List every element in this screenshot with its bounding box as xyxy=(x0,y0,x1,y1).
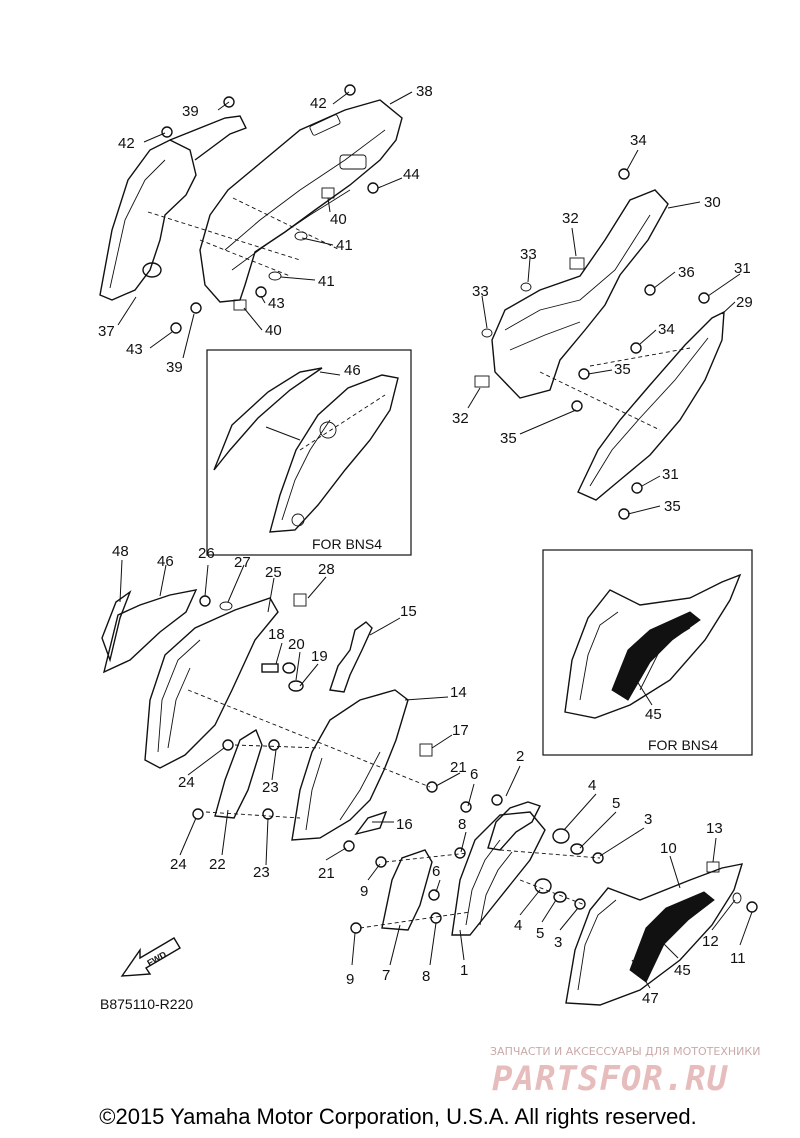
label-26: 26 xyxy=(198,545,215,562)
label-37: 37 xyxy=(98,323,115,340)
front-side-cover-assembly xyxy=(101,589,438,852)
label-22: 22 xyxy=(209,856,226,873)
label-3: 3 xyxy=(554,934,562,951)
label-32: 32 xyxy=(452,410,469,427)
label-38: 38 xyxy=(416,83,433,100)
left-side-cover-assembly xyxy=(99,84,403,334)
label-34: 34 xyxy=(630,132,647,149)
label-17: 17 xyxy=(452,722,469,739)
label-5: 5 xyxy=(536,925,544,942)
label-1: 1 xyxy=(460,962,468,979)
label-21: 21 xyxy=(318,865,335,882)
label-6: 6 xyxy=(470,766,478,783)
fwd-label: FWD xyxy=(145,949,168,968)
label-8: 8 xyxy=(422,968,430,985)
label-25: 25 xyxy=(265,564,282,581)
leader-lines xyxy=(117,91,753,989)
label-30: 30 xyxy=(704,194,721,211)
bns4-caption-right: FOR BNS4 xyxy=(648,737,718,753)
label-4: 4 xyxy=(514,917,522,934)
watermark-brand: PARTSFOR.RU xyxy=(492,1059,729,1099)
label-5: 5 xyxy=(612,795,620,812)
label-47: 47 xyxy=(642,990,659,1007)
lower-cover-assembly xyxy=(350,794,758,1006)
label-6: 6 xyxy=(432,863,440,880)
label-24: 24 xyxy=(170,856,187,873)
label-19: 19 xyxy=(311,648,328,665)
label-40: 40 xyxy=(330,211,347,228)
label-35: 35 xyxy=(614,361,631,378)
label-42: 42 xyxy=(118,135,135,152)
bns4-caption-top: FOR BNS4 xyxy=(312,536,382,552)
label-44: 44 xyxy=(403,166,420,183)
label-9: 9 xyxy=(346,971,354,988)
label-21: 21 xyxy=(450,759,467,776)
label-2: 2 xyxy=(516,748,524,765)
label-43: 43 xyxy=(268,295,285,312)
label-34: 34 xyxy=(658,321,675,338)
label-24: 24 xyxy=(178,774,195,791)
label-41: 41 xyxy=(318,273,335,290)
label-23: 23 xyxy=(253,864,270,881)
label-42: 42 xyxy=(310,95,327,112)
label-29: 29 xyxy=(736,294,753,311)
label-8: 8 xyxy=(458,816,466,833)
label-14: 14 xyxy=(450,684,467,701)
part-labels: 39 42 42 38 44 40 41 41 43 40 37 43 39 3… xyxy=(98,83,753,1007)
label-31: 31 xyxy=(734,260,751,277)
label-28: 28 xyxy=(318,561,335,578)
label-46: 46 xyxy=(157,553,174,570)
label-9: 9 xyxy=(360,883,368,900)
label-36: 36 xyxy=(678,264,695,281)
watermark: ЗАПЧАСТИ И АКСЕССУАРЫ ДЛЯ МОТОТЕХНИКИ PA… xyxy=(490,1045,760,1099)
label-35: 35 xyxy=(500,430,517,447)
label-13: 13 xyxy=(706,820,723,837)
right-side-cover-assembly xyxy=(474,168,725,520)
copyright-notice: ©2015 Yamaha Motor Corporation, U.S.A. A… xyxy=(99,1104,696,1129)
label-39: 39 xyxy=(166,359,183,376)
label-33: 33 xyxy=(472,283,489,300)
label-11: 11 xyxy=(730,950,746,967)
label-39: 39 xyxy=(182,103,199,120)
label-12: 12 xyxy=(702,933,719,950)
label-4: 4 xyxy=(588,777,596,794)
label-48: 48 xyxy=(112,543,129,560)
label-31: 31 xyxy=(662,466,679,483)
label-40: 40 xyxy=(265,322,282,339)
label-23: 23 xyxy=(262,779,279,796)
label-20: 20 xyxy=(288,636,305,653)
bns4-box-right: FOR BNS4 xyxy=(542,549,753,756)
bns4-box-top: FOR BNS4 xyxy=(206,349,412,556)
label-32: 32 xyxy=(562,210,579,227)
label-10: 10 xyxy=(660,840,677,857)
label-45: 45 xyxy=(645,706,662,723)
label-16: 16 xyxy=(396,816,413,833)
label-3: 3 xyxy=(644,811,652,828)
label-7: 7 xyxy=(382,967,390,984)
label-35: 35 xyxy=(664,498,681,515)
label-46: 46 xyxy=(344,362,361,379)
label-27: 27 xyxy=(234,554,251,571)
diagram-code: B875110-R220 xyxy=(100,996,193,1012)
label-18: 18 xyxy=(268,626,285,643)
label-43: 43 xyxy=(126,341,143,358)
label-15: 15 xyxy=(400,603,417,620)
label-41: 41 xyxy=(336,237,353,254)
watermark-tagline: ЗАПЧАСТИ И АКСЕССУАРЫ ДЛЯ МОТОТЕХНИКИ xyxy=(490,1045,760,1058)
label-33: 33 xyxy=(520,246,537,263)
label-45: 45 xyxy=(674,962,691,979)
fwd-arrow: FWD xyxy=(120,937,181,977)
